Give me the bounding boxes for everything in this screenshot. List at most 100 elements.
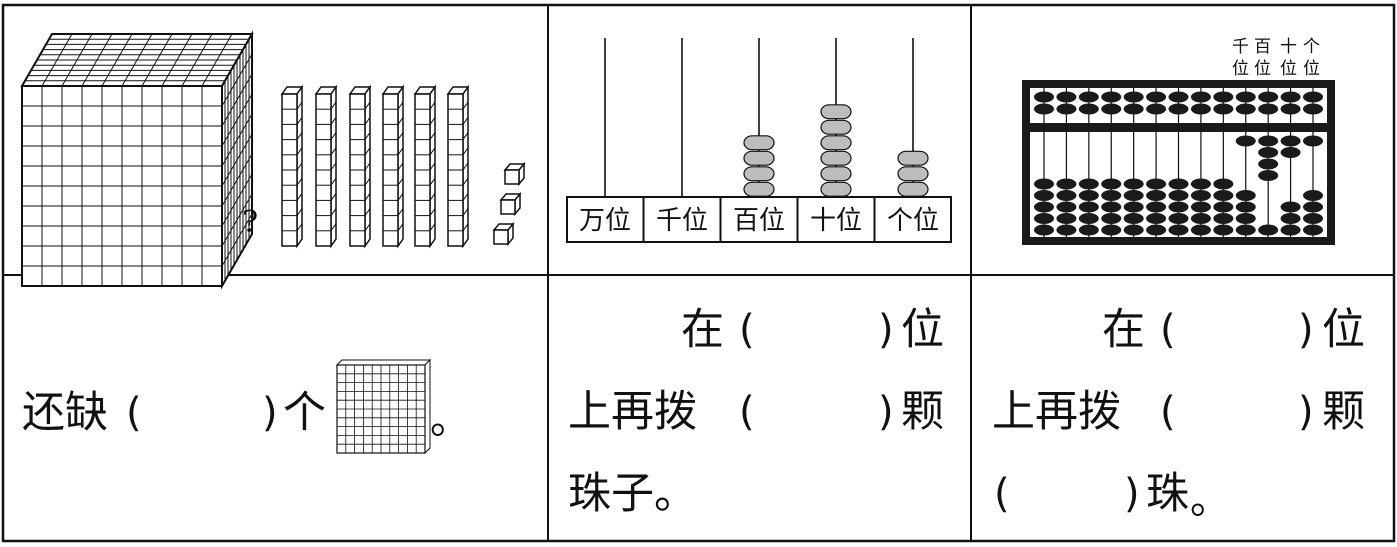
lower-bead [1101, 178, 1122, 190]
lower-bead [1146, 224, 1167, 236]
p3-line1-close-paren: ) [1298, 307, 1314, 353]
bead [820, 119, 852, 135]
unit-cube-icon [499, 191, 522, 217]
upper-bead [1168, 103, 1189, 115]
upper-bead [1123, 91, 1144, 103]
counting-rod [820, 38, 852, 197]
ten-rod-icon [446, 84, 470, 249]
lower-bead [1235, 135, 1256, 147]
lower-bead [1101, 201, 1122, 213]
place-header-wei-bai: 位 [1254, 59, 1271, 79]
place-header-qian: 千 [1232, 37, 1249, 57]
lower-bead [1280, 147, 1301, 158]
ten-rod-icon [280, 84, 304, 249]
lower-bead [1146, 213, 1167, 224]
lower-bead [1235, 213, 1256, 224]
p2-line3: 珠子。 [568, 469, 697, 519]
hundred-flat-icon [335, 358, 432, 455]
bead [743, 150, 775, 166]
lower-bead [1213, 201, 1234, 213]
answer-open-paren: ( [126, 390, 142, 436]
bead [820, 104, 852, 120]
p3-line3-period: 。 [1190, 477, 1230, 523]
lower-bead [1123, 190, 1144, 201]
lower-bead [1303, 213, 1323, 224]
lower-bead [1168, 178, 1189, 190]
counting-rod [897, 38, 929, 197]
thousand-cube-icon [20, 30, 254, 290]
p2-line1-suffix: 位 [901, 305, 944, 355]
upper-bead [1146, 103, 1167, 115]
lower-bead [1078, 213, 1099, 224]
place-header-wei-shi: 位 [1280, 59, 1297, 79]
answer-close-paren: ) [262, 390, 278, 436]
place-header-ge: 个 [1303, 37, 1320, 57]
ten-rod-icon [348, 84, 372, 249]
unit-cube-icon [492, 221, 515, 247]
bead [820, 181, 852, 197]
place-header-wei-ge: 位 [1303, 59, 1320, 79]
upper-bead [1303, 91, 1323, 103]
place-label: 百位 [733, 206, 785, 236]
lower-bead [1168, 213, 1189, 224]
table-border [1, 3, 1396, 543]
lower-bead [1213, 178, 1234, 190]
bead [820, 135, 852, 151]
bead [743, 181, 775, 197]
lower-bead [1190, 190, 1211, 201]
place-header-wei-qian: 位 [1232, 59, 1249, 79]
upper-bead [1280, 91, 1301, 103]
lower-bead [1213, 190, 1234, 201]
p2-line1-open-paren: ( [739, 307, 755, 353]
upper-bead [1034, 103, 1054, 115]
lower-bead [1101, 224, 1122, 236]
p3-line2-open-paren: ( [1160, 389, 1176, 435]
lower-bead [1056, 178, 1077, 190]
lower-bead [1258, 147, 1279, 158]
lower-bead [1258, 135, 1279, 147]
lower-bead [1056, 213, 1077, 224]
place-header-bai: 百 [1254, 37, 1271, 57]
upper-bead [1034, 91, 1054, 103]
question-mark: ? [242, 205, 258, 240]
lower-bead [1078, 190, 1099, 201]
lower-bead [1303, 190, 1323, 201]
ten-rod-icon [413, 84, 437, 249]
p3-line2-close-paren: ) [1298, 389, 1314, 435]
bead [897, 150, 929, 166]
lower-bead [1168, 224, 1189, 236]
p2-line2-close-paren: ) [878, 389, 894, 435]
upper-bead [1056, 91, 1077, 103]
p3-line3-open-paren: ( [994, 471, 1010, 517]
lower-bead [1168, 201, 1189, 213]
lower-bead [1280, 213, 1301, 224]
lower-bead [1078, 201, 1099, 213]
upper-bead [1168, 91, 1189, 103]
lower-bead [1258, 224, 1279, 236]
abacus-icon [1022, 80, 1335, 245]
upper-bead [1258, 91, 1279, 103]
lower-bead [1034, 224, 1054, 236]
upper-bead [1213, 103, 1234, 115]
upper-bead [1078, 91, 1099, 103]
lower-bead [1190, 201, 1211, 213]
upper-bead [1123, 103, 1144, 115]
bead [820, 150, 852, 166]
bead [897, 181, 929, 197]
answer-period: 。 [430, 397, 470, 443]
lower-bead [1190, 224, 1211, 236]
upper-bead [1056, 103, 1077, 115]
lower-bead [1258, 158, 1279, 170]
lower-bead [1303, 224, 1323, 236]
p2-line2-open-paren: ( [739, 389, 755, 435]
ten-rod-icon [314, 84, 338, 249]
p3-line3-close-paren: ) [1124, 471, 1140, 517]
p3-line2-prefix: 上再拨 [992, 387, 1121, 437]
p3-line1-open-paren: ( [1160, 307, 1176, 353]
lower-bead [1056, 224, 1077, 236]
lower-bead [1034, 213, 1054, 224]
lower-bead [1303, 135, 1323, 147]
p3-line1-prefix: 在 [1102, 305, 1145, 355]
lower-bead [1280, 201, 1301, 213]
